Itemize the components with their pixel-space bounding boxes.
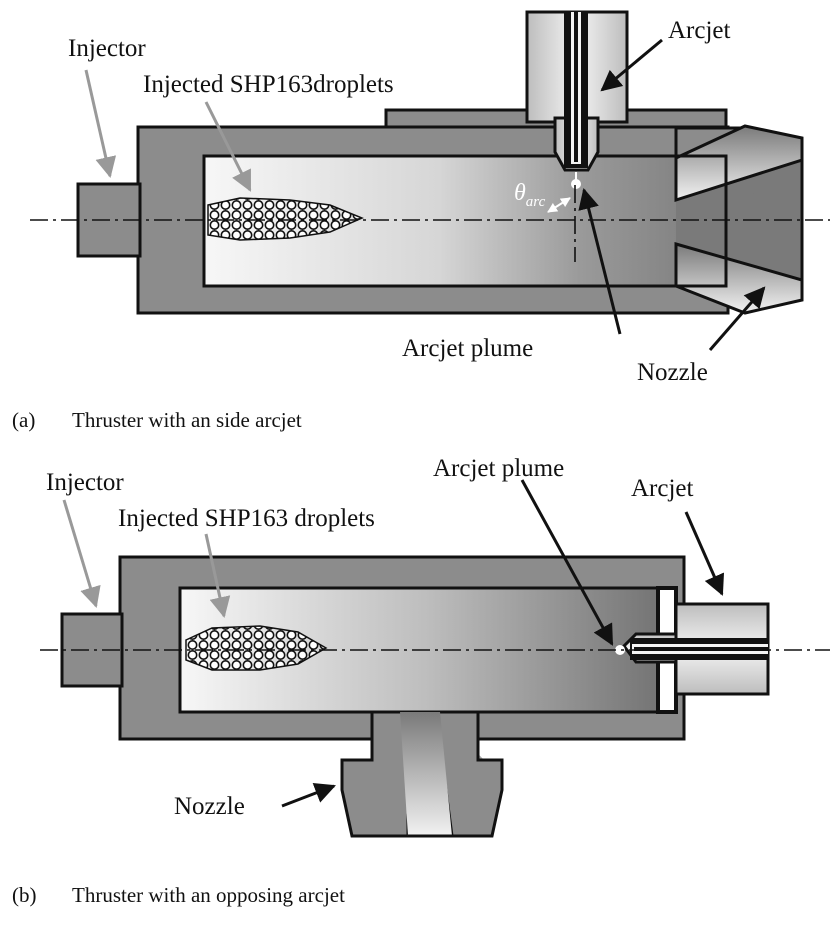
arcjet-plume-label: Arcjet plume <box>433 455 564 482</box>
plume-arrow <box>578 187 622 335</box>
injector-arrow <box>84 69 117 179</box>
caption-b-letter: (b) <box>12 883 37 907</box>
droplets-label: Injected SHP163droplets <box>143 71 394 98</box>
arcjet-arrow <box>600 38 663 92</box>
plume-arrow <box>520 479 614 646</box>
nozzle <box>674 124 804 315</box>
arcjet-arrow <box>684 511 725 596</box>
theta-label: θarc <box>514 180 546 210</box>
arcjet-label: Arcjet <box>668 17 731 44</box>
nozzle <box>340 710 504 838</box>
arcjet <box>622 602 770 696</box>
caption-b-text: Thruster with an opposing arcjet <box>72 883 345 907</box>
droplets-label: Injected SHP163 droplets <box>118 505 375 532</box>
nozzle-label: Nozzle <box>637 359 708 386</box>
arcjet-plume-tip <box>615 645 625 655</box>
caption-a-letter: (a) <box>12 408 35 432</box>
injector-label: Injector <box>46 469 124 496</box>
arcjet <box>525 10 629 172</box>
injector-arrow <box>62 499 101 609</box>
nozzle-label: Nozzle <box>174 793 245 820</box>
droplets-arrow <box>204 533 231 619</box>
droplet-cloud <box>207 197 364 241</box>
arcjet-label: Arcjet <box>631 475 694 502</box>
nozzle-arrow <box>708 286 766 351</box>
caption-a-text: Thruster with an side arcjet <box>72 408 302 432</box>
panel-a: θarc Injector Injected SHP163droplets Ar… <box>12 10 830 432</box>
injector-label: Injector <box>68 35 146 62</box>
panel-b: Injector Injected SHP163 droplets Arcjet… <box>12 455 830 907</box>
nozzle-arrow <box>281 782 336 808</box>
droplets-arrow <box>204 101 252 192</box>
droplet-cloud <box>185 625 328 671</box>
arcjet-plume-label: Arcjet plume <box>402 335 533 362</box>
